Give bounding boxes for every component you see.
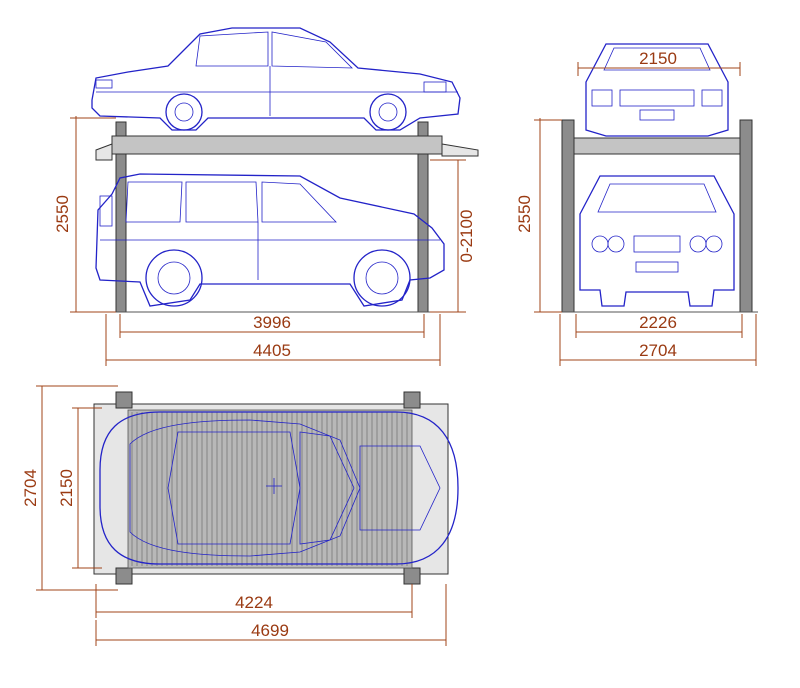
side-upper-platform (111, 135, 443, 155)
top-outer-width-label: 2704 (21, 469, 40, 507)
deck-ribs (131, 412, 408, 566)
side-outer-length-label: 4405 (253, 341, 291, 360)
front-car-width-label: 2150 (639, 49, 677, 68)
suv-side-outline (95, 173, 445, 307)
suv-front-outline (579, 175, 735, 307)
side-clearance-label: 0-2100 (457, 210, 476, 263)
front-view: 2150 2550 2226 2704 (515, 43, 758, 366)
front-upper-platform (573, 137, 741, 155)
front-right-post (739, 119, 753, 313)
top-outer-length-label: 4699 (251, 621, 289, 640)
top-ribbed-deck (127, 409, 413, 569)
side-height-label: 2550 (53, 195, 72, 233)
front-inner-width-label: 2226 (639, 313, 677, 332)
top-view: 2704 2150 4224 4699 (21, 385, 459, 646)
top-car-width-label: 2150 (57, 469, 76, 507)
sedan-front-outline (585, 43, 729, 137)
sedan-side-outline (91, 27, 461, 131)
top-inner-length-label: 4224 (235, 593, 273, 612)
car-top-outline (99, 411, 459, 565)
front-outer-width-label: 2704 (639, 341, 677, 360)
side-view: 2550 0-2100 3996 4405 (53, 27, 479, 366)
top-post-tl (115, 391, 133, 409)
front-left-post (561, 119, 575, 313)
front-height-label: 2550 (515, 195, 534, 233)
top-post-bl (115, 567, 133, 585)
top-post-tr (403, 391, 421, 409)
top-post-br (403, 567, 421, 585)
side-inner-length-label: 3996 (253, 313, 291, 332)
